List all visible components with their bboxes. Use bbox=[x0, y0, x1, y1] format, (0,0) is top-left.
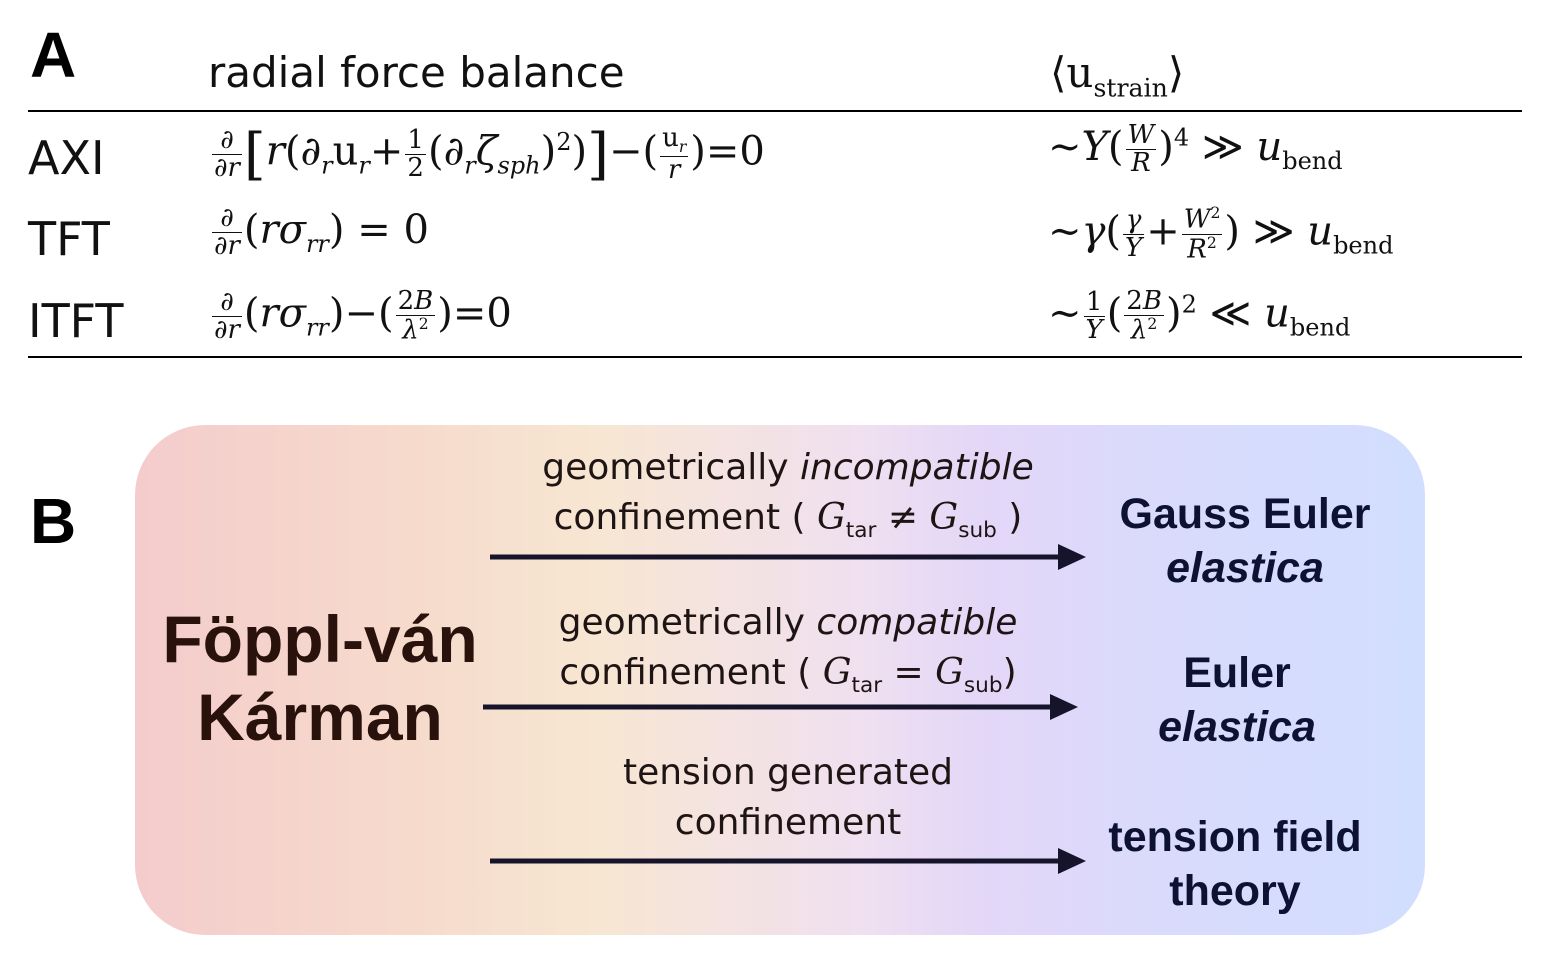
foppl-von-karman-title: Föppl-ván Kárman bbox=[162, 602, 478, 754]
arrow-1 bbox=[490, 544, 1086, 570]
arrow-2-label: geometrically compatible confinement ( G… bbox=[558, 602, 1018, 699]
gradient-box bbox=[135, 425, 1425, 935]
target-gauss-euler-elastica: Gauss Euler elastica bbox=[1119, 490, 1371, 592]
arrow-1-label: geometrically incompatible confinement (… bbox=[542, 447, 1034, 544]
target-euler-elastica: Euler elastica bbox=[1158, 649, 1316, 751]
row-label-tft: TFT bbox=[28, 212, 110, 266]
bottom-rule bbox=[28, 356, 1522, 358]
panel-b-label: B bbox=[30, 485, 77, 557]
top-rule bbox=[28, 110, 1522, 112]
arrow-3 bbox=[490, 848, 1086, 874]
header-strain-energy: ⟨ustrain⟩ bbox=[1050, 48, 1185, 103]
row-label-itft: ITFT bbox=[28, 294, 124, 348]
target-tension-field-theory: tension field theory bbox=[1108, 813, 1362, 915]
header-radial-force-balance: radial force balance bbox=[208, 48, 625, 97]
panel-a-label: A bbox=[30, 19, 77, 91]
arrow-3-label: tension generated confinement bbox=[622, 752, 954, 843]
arrow-2 bbox=[483, 694, 1078, 720]
row-label-axi: AXI bbox=[28, 131, 105, 185]
equation-tft-force-balance: ∂∂r(rσrr) = 0 bbox=[212, 203, 429, 262]
